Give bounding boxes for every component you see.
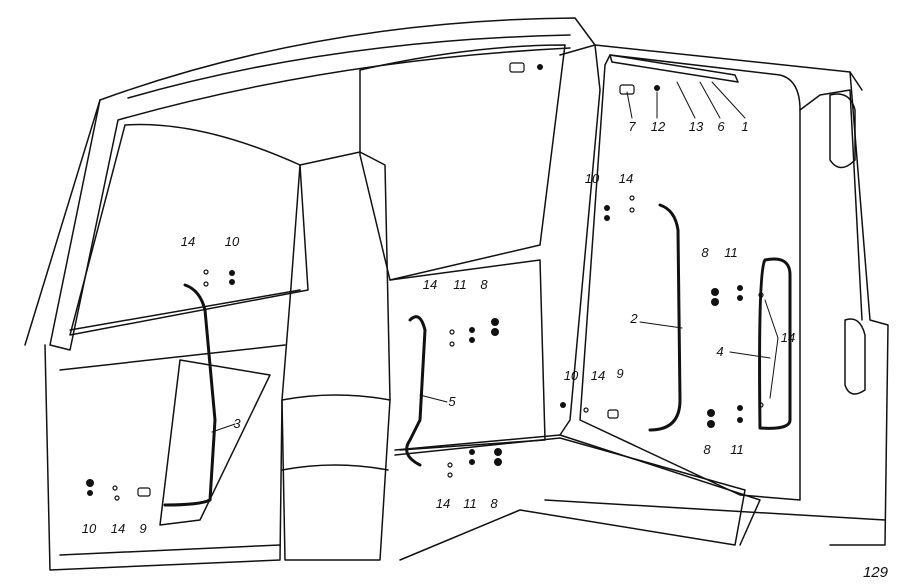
left-panel-top (59, 344, 286, 371)
callout-14-center-upper: 14 (423, 277, 437, 292)
callout-8-right-lower: 8 (703, 442, 711, 457)
grab-handle-1 (609, 54, 739, 83)
rear-wall-left (389, 259, 546, 451)
callout-9-left: 9 (139, 521, 146, 536)
right-windshield-glass (359, 44, 566, 281)
callout-9-right: 9 (616, 366, 623, 381)
callout-8-right-upper: 8 (701, 245, 709, 260)
callout-3: 3 (233, 416, 241, 431)
roof-inner-edge (127, 34, 571, 99)
callout-11-center-upper: 11 (453, 277, 467, 292)
page-number: 129 (862, 564, 888, 581)
callout-10-center: 10 (564, 368, 579, 383)
dashboard-top-edge (69, 289, 301, 331)
windshield-glass (69, 123, 309, 336)
callout-13: 13 (689, 119, 704, 134)
handrail-2 (648, 203, 682, 432)
callout-14-center-lower: 14 (436, 496, 450, 511)
callout-8-center-upper: 8 (480, 277, 488, 292)
callout-14-right-middle: 14 (781, 330, 795, 345)
callout-14-center-right: 14 (591, 368, 605, 383)
callout-10-left-upper: 10 (225, 234, 240, 249)
right-window-slot-upper (829, 93, 856, 169)
right-window-slot-lower (844, 318, 866, 395)
callout-7: 7 (628, 119, 636, 134)
center-pillar-band (281, 394, 391, 401)
roof-outline (99, 17, 863, 101)
callout-6: 6 (717, 119, 725, 134)
callout-4: 4 (716, 344, 723, 359)
rear-right-inner (799, 89, 863, 321)
callout-8-center-lower: 8 (490, 496, 498, 511)
callout-11-center-lower: 11 (463, 496, 477, 511)
right-floor (544, 499, 886, 521)
callout-14-left-upper: 14 (181, 234, 195, 249)
door-panel-left (159, 359, 271, 526)
handrail-3 (163, 283, 217, 507)
center-pillar (281, 151, 391, 561)
handrail-4 (758, 257, 792, 430)
left-lower-panel (44, 344, 283, 571)
windshield-outer-pillar (24, 99, 101, 346)
rear-wall-floor-edge (394, 434, 761, 546)
callout-11-right-upper: 11 (724, 245, 738, 260)
callout-2: 2 (629, 311, 638, 326)
callout-14-left-lower: 14 (111, 521, 125, 536)
left-floor (59, 544, 281, 556)
callout-5: 5 (448, 394, 456, 409)
callout-12: 12 (651, 119, 666, 134)
callout-1: 1 (741, 119, 748, 134)
callout-10-right: 10 (585, 171, 600, 186)
right-door-frame (559, 44, 601, 436)
callout-14-right-upper: 14 (619, 171, 633, 186)
callout-11-right-lower: 11 (730, 442, 744, 457)
center-pillar-band-lower (281, 464, 389, 471)
rear-right-pillar (829, 71, 889, 546)
seat-box (394, 437, 746, 561)
callout-10-left-lower: 10 (82, 521, 97, 536)
handrail-5 (405, 315, 427, 467)
right-door-window (579, 54, 801, 501)
windshield-frame (49, 47, 571, 351)
